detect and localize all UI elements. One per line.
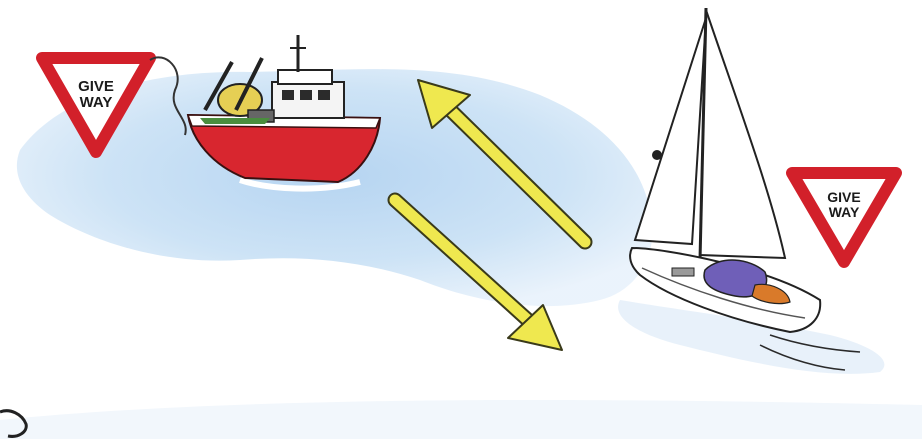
sailboat-mainsail: [700, 10, 785, 258]
give-way-sign-right: GIVE WAY: [792, 173, 896, 262]
sign-right-line2: WAY: [829, 204, 860, 220]
sign-right-line1: GIVE: [827, 189, 860, 205]
sailboat-jib: [635, 18, 706, 244]
water-wash-bottom: [0, 400, 922, 439]
sign-left-line2: WAY: [80, 94, 113, 111]
sign-left-line1: GIVE: [78, 78, 114, 95]
